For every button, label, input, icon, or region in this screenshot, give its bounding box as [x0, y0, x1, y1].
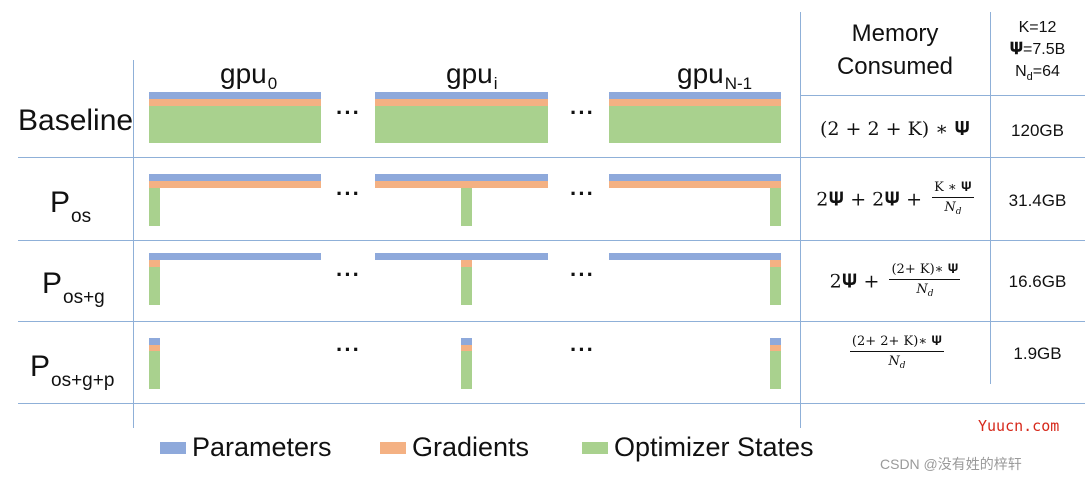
optimizer-states-bar [461, 351, 472, 389]
gradients-bar [609, 99, 781, 106]
parameters-bar [609, 92, 781, 99]
parameters-header: K=12 𝚿=7.5B Nd=64 [1009, 19, 1066, 83]
optimizer-states-bar [609, 106, 781, 143]
memory-consumed-header: Memory Consumed [836, 20, 954, 80]
gradients-bar [609, 181, 781, 188]
row-divider-4 [18, 403, 1085, 404]
row-divider-2 [18, 240, 1085, 241]
value-column-divider [990, 12, 991, 384]
row-divider-3 [18, 321, 1085, 322]
parameters-bar [149, 338, 160, 345]
legend-parameters: Parameters [160, 432, 332, 463]
csdn-watermark: CSDN @没有姓的梓轩 [880, 456, 1022, 472]
parameters-bar [609, 253, 781, 260]
row-label-pos: Pos [50, 186, 92, 227]
memory-value-pos: 31.4GB [1008, 191, 1067, 210]
gpu-n-1-label: gpuN-1 [677, 58, 753, 93]
gradients-bar [461, 345, 472, 351]
gradients-bar [375, 99, 548, 106]
header-divider [800, 95, 1085, 96]
gradients-bar [149, 345, 160, 351]
gradients-bar [461, 260, 472, 267]
ellipsis: ··· [570, 337, 595, 362]
optimizer-states-bar [375, 106, 548, 143]
optimizer-states-bar [149, 351, 160, 389]
ellipsis: ··· [336, 262, 361, 287]
parameters-bar [461, 338, 472, 345]
ellipsis: ··· [336, 181, 361, 206]
label-column-divider [133, 60, 134, 428]
site-watermark: Yuucn.com [978, 417, 1060, 435]
row-label-pos-g: Pos+g [42, 267, 105, 308]
parameters-bar [770, 338, 781, 345]
row-divider-1 [18, 157, 1085, 158]
parameters-bar [375, 92, 548, 99]
memory-value-pos-g-p: 1.9GB [1013, 344, 1062, 363]
formula-pos: 2𝚿 + 2𝚿 + K ∗ 𝚿 Nd [800, 180, 990, 221]
formula-baseline: (2 + 2 + K) ∗ 𝚿 [820, 118, 970, 140]
memory-value-baseline: 120GB [1011, 121, 1064, 140]
ellipsis: ··· [570, 262, 595, 287]
gradients-bar [770, 260, 781, 267]
gradients-bar [149, 181, 321, 188]
gpu-0-label: gpu0 [220, 58, 278, 93]
ellipsis: ··· [336, 100, 361, 125]
optimizer-states-bar [770, 351, 781, 389]
legend-gradients: Gradients [380, 432, 529, 463]
row-label-baseline: Baseline [18, 104, 134, 137]
parameters-bar [609, 174, 781, 181]
fraction: K ∗ 𝚿 Nd [932, 180, 974, 217]
parameters-bar [149, 92, 321, 99]
ellipsis: ··· [336, 337, 361, 362]
gradients-bar [149, 260, 160, 267]
parameters-bar [149, 253, 321, 260]
gradients-bar [770, 345, 781, 351]
gpu-i-label: gpui [446, 58, 498, 93]
formula-pos-g: 2𝚿 + (2+ K)∗ 𝚿 Nd [800, 262, 990, 303]
ellipsis: ··· [570, 100, 595, 125]
memory-value-pos-g: 16.6GB [1008, 272, 1067, 291]
parameters-bar [149, 174, 321, 181]
row-label-pos-g-p: Pos+g+p [30, 350, 115, 391]
optimizer-states-bar [461, 267, 472, 305]
memory-column-divider [800, 12, 801, 428]
legend-swatch [582, 441, 608, 454]
formula-pos-g-p: (2+ 2+ K)∗ 𝚿 Nd [800, 334, 990, 375]
optimizer-states-bar [770, 267, 781, 305]
optimizer-states-bar [770, 188, 781, 226]
gradients-bar [149, 99, 321, 106]
optimizer-states-bar [149, 106, 321, 143]
legend-swatch [380, 441, 406, 454]
parameters-bar [375, 174, 548, 181]
fraction: (2+ K)∗ 𝚿 Nd [889, 262, 961, 299]
legend-swatch [160, 441, 186, 454]
optimizer-states-bar [149, 188, 160, 226]
legend-optimizer-states: Optimizer States [582, 432, 814, 463]
optimizer-states-bar [149, 267, 160, 305]
gradients-bar [375, 181, 548, 188]
fraction: (2+ 2+ K)∗ 𝚿 Nd [849, 334, 945, 371]
parameters-bar [375, 253, 548, 260]
optimizer-states-bar [461, 188, 472, 226]
ellipsis: ··· [570, 181, 595, 206]
